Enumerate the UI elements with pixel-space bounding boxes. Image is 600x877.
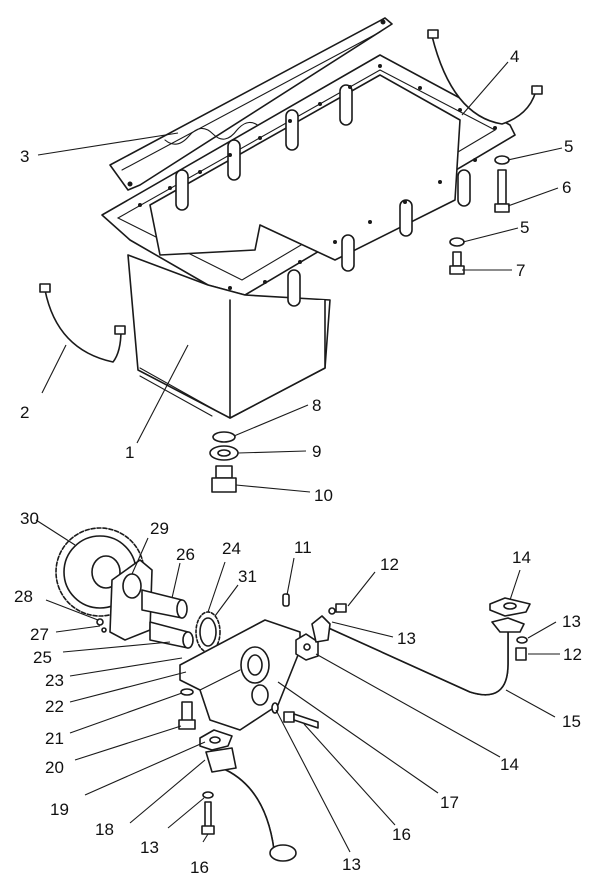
pipe-flange-gasket-lower xyxy=(295,633,319,661)
callout-25: 25 xyxy=(33,648,52,667)
callout-23: 23 xyxy=(45,671,64,690)
rear-seal xyxy=(427,29,543,125)
callout-17: 17 xyxy=(440,793,459,812)
callout-11: 11 xyxy=(294,538,312,557)
callout-12b: 12 xyxy=(563,645,582,664)
callout-27: 27 xyxy=(30,625,49,644)
oil-pan xyxy=(101,54,516,419)
callout-28: 28 xyxy=(14,587,33,606)
short-bolt xyxy=(449,251,465,275)
callout-19: 19 xyxy=(50,800,69,819)
upper-shaft xyxy=(141,589,188,619)
callout-31: 31 xyxy=(238,567,257,586)
leader-lines xyxy=(35,61,563,853)
drain-plug xyxy=(211,465,237,493)
o-ring xyxy=(212,431,236,443)
callout-2: 2 xyxy=(20,403,29,422)
washer-upper xyxy=(494,155,510,165)
callout-1: 1 xyxy=(125,443,134,462)
cover-plate xyxy=(109,559,153,641)
bolt-upper-right xyxy=(515,647,527,661)
callout-4: 4 xyxy=(510,47,519,66)
lower-shaft xyxy=(149,621,194,649)
callout-24: 24 xyxy=(222,539,241,558)
pump-gear xyxy=(195,611,221,653)
bolt-bottom xyxy=(201,801,215,835)
pipe-flange-outlet xyxy=(311,615,331,643)
bolt-left xyxy=(178,701,196,730)
long-bolt xyxy=(494,169,510,213)
callout-6: 6 xyxy=(562,178,571,197)
callout-22: 22 xyxy=(45,697,64,716)
callout-7: 7 xyxy=(516,261,525,280)
callout-14a: 14 xyxy=(512,548,531,567)
washer-upper-right xyxy=(516,636,528,644)
callout-14b: 14 xyxy=(500,755,519,774)
suction-gasket xyxy=(199,729,233,751)
pressure-pipe xyxy=(321,624,509,696)
washer-left xyxy=(180,688,194,696)
callout-labels: 1 2 3 4 5 5 6 7 8 9 10 11 12 12 13 13 13… xyxy=(14,47,582,877)
callout-5a: 5 xyxy=(564,137,573,156)
callout-13d: 13 xyxy=(140,838,159,857)
mounting-bolt-body xyxy=(283,711,319,729)
callout-26: 26 xyxy=(176,545,195,564)
callout-21: 21 xyxy=(45,729,64,748)
callout-30: 30 xyxy=(20,509,39,528)
callout-5b: 5 xyxy=(520,218,529,237)
callout-13c: 13 xyxy=(342,855,361,874)
callout-16b: 16 xyxy=(190,858,209,877)
oil-pan-gasket xyxy=(109,17,393,191)
pipe-flange-gasket-upper xyxy=(489,597,531,617)
callout-10: 10 xyxy=(314,486,333,505)
suction-pipe xyxy=(205,747,297,862)
bolt-upper-left xyxy=(328,603,347,615)
front-seal xyxy=(39,283,126,363)
callout-20: 20 xyxy=(45,758,64,777)
washer-bottom xyxy=(202,791,214,799)
callout-3: 3 xyxy=(20,147,29,166)
callout-13a: 13 xyxy=(397,629,416,648)
pipe-flange-upper xyxy=(491,617,525,633)
dowel-pin xyxy=(282,593,290,607)
callout-18: 18 xyxy=(95,820,114,839)
callout-9: 9 xyxy=(312,442,321,461)
sealing-washer xyxy=(209,445,239,461)
callout-15: 15 xyxy=(562,712,581,731)
callout-12a: 12 xyxy=(380,555,399,574)
locating-pin xyxy=(96,618,107,633)
callout-16a: 16 xyxy=(392,825,411,844)
callout-8: 8 xyxy=(312,396,321,415)
callout-13b: 13 xyxy=(562,612,581,631)
callout-29: 29 xyxy=(150,519,169,538)
pump-body xyxy=(179,619,301,731)
washer-lower xyxy=(449,237,465,247)
